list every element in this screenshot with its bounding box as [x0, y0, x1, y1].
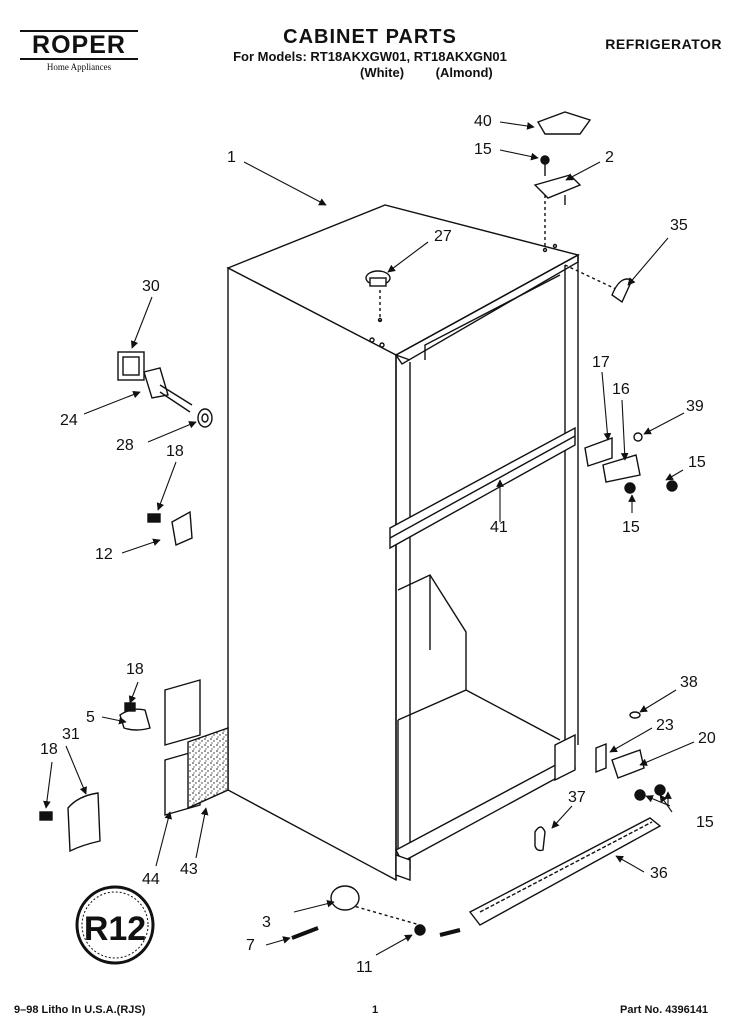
callout-17: 17	[592, 354, 610, 371]
callout-15-top: 15	[474, 141, 492, 158]
callout-30: 30	[142, 278, 160, 295]
callout-38: 38	[680, 674, 698, 691]
brand-tagline: Home Appliances	[46, 62, 112, 72]
callout-15-right: 15	[688, 454, 706, 471]
callout-12: 12	[95, 546, 113, 563]
callout-16: 16	[612, 381, 630, 398]
r12-badge-text: R12	[84, 910, 146, 948]
callout-18-lower: 18	[40, 741, 58, 758]
callout-11: 11	[356, 959, 373, 976]
callout-7: 7	[246, 937, 255, 954]
callout-3: 3	[262, 914, 271, 931]
callout-35: 35	[670, 217, 688, 234]
callout-36: 36	[650, 865, 668, 882]
callout-18-middle: 18	[126, 661, 144, 678]
callout-39: 39	[686, 398, 704, 415]
part-number: Part No. 4396141	[620, 1004, 709, 1016]
callout-5: 5	[86, 709, 95, 726]
callout-41: 41	[490, 519, 508, 536]
page-title: CABINET PARTS	[283, 26, 457, 48]
r12-badge: R12	[75, 885, 155, 965]
variant-almond: (Almond)	[435, 65, 493, 80]
callout-2: 2	[605, 149, 614, 166]
callout-43: 43	[180, 861, 198, 878]
callout-44: 44	[142, 871, 160, 888]
page-number: 1	[372, 1004, 379, 1016]
callout-27: 27	[434, 228, 452, 245]
callout-28: 28	[116, 437, 134, 454]
callout-31: 31	[62, 726, 80, 743]
callout-20: 20	[698, 730, 716, 747]
callout-15-mid: 15	[622, 519, 640, 536]
callout-23: 23	[656, 717, 674, 734]
leader-lines	[43, 121, 695, 956]
brand-block: ROPER Home Appliances	[20, 30, 138, 72]
cabinet-drawing	[39, 111, 678, 940]
callout-24: 24	[60, 412, 78, 429]
category-label: REFRIGERATOR	[605, 36, 722, 52]
print-info: 9–98 Litho In U.S.A.(RJS)	[14, 1004, 146, 1016]
callout-15-bottom: 15	[696, 814, 714, 831]
callout-37: 37	[568, 789, 586, 806]
brand-logo: ROPER	[20, 30, 138, 60]
callout-18-upper: 18	[166, 443, 184, 460]
variant-white: (White)	[360, 65, 405, 80]
models-line: For Models: RT18AKXGW01, RT18AKXGN01	[233, 49, 507, 64]
callout-40: 40	[474, 113, 492, 130]
callout-1: 1	[227, 149, 236, 166]
model-variants: (White) (Almond)	[360, 65, 493, 80]
